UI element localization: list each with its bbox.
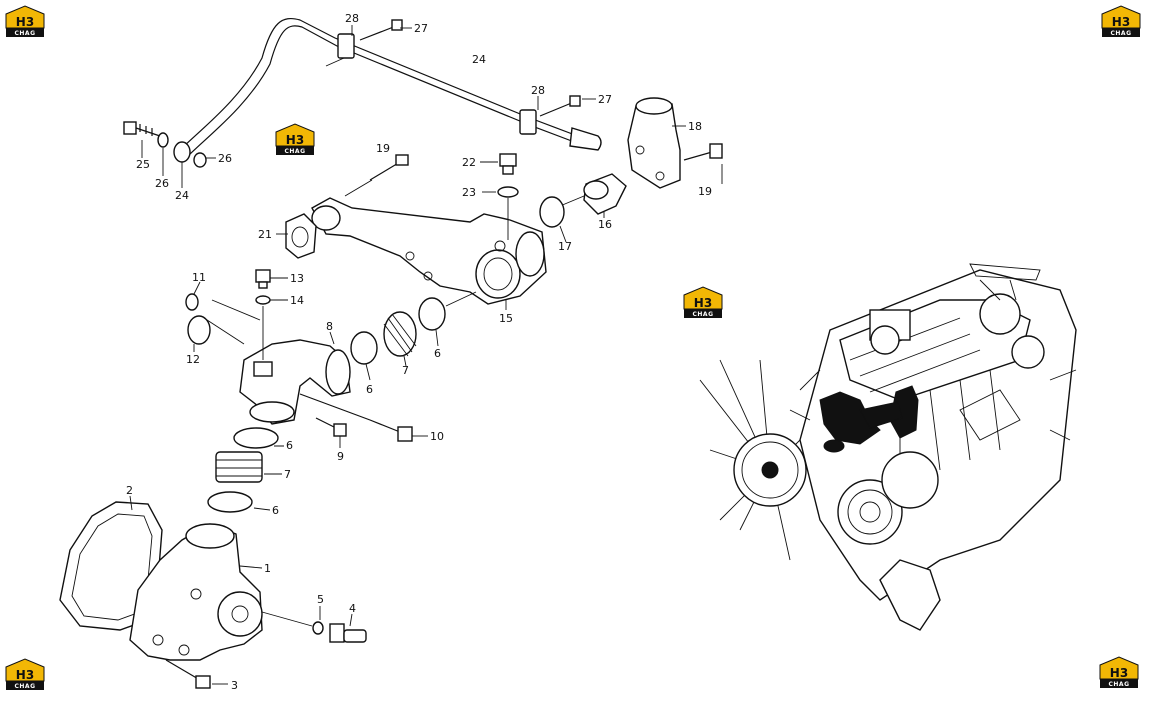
callout-1: 1: [264, 562, 271, 575]
pipe-clamp-lower: [519, 109, 537, 135]
connecting-sleeve-lower: [215, 451, 263, 483]
callout-2: 2: [126, 484, 133, 497]
svg-text:CHAG: CHAG: [1111, 30, 1132, 37]
callout-22: 22: [462, 156, 476, 169]
sealing-washer-right: [193, 152, 207, 168]
drain-plug-washer: [497, 186, 519, 198]
leader-lines: [129, 25, 723, 685]
sensor-guide-line: [261, 611, 313, 627]
callout-10: 10: [430, 430, 444, 443]
svg-text:H3: H3: [1110, 666, 1128, 680]
manifold-bolt: [344, 154, 409, 197]
svg-text:CHAG: CHAG: [693, 311, 714, 318]
callout-labels: 28 27 24 28 27 18 25 26 26 24 19 22 23 1…: [126, 12, 712, 692]
sensor-washer: [312, 621, 324, 635]
engine-reference-illustration: [699, 263, 1077, 631]
callout-17: 17: [558, 240, 572, 253]
watermark-logo-middle-right: H3 CHAG: [683, 286, 723, 319]
vent-plug-washer: [255, 295, 271, 305]
callout-23: 23: [462, 186, 476, 199]
sealing-washer-left: [157, 132, 169, 148]
clamp-bolt-upper: [359, 19, 403, 41]
callout-14: 14: [290, 294, 304, 307]
pump-bolt: [165, 659, 211, 689]
callout-28-upper: 28: [345, 12, 359, 25]
sleeve-seal-lower-bottom: [207, 491, 253, 513]
callout-8: 8: [326, 320, 333, 333]
callout-3: 3: [231, 679, 238, 692]
connecting-sleeve-upper: [383, 311, 417, 357]
callout-21: 21: [258, 228, 272, 241]
upper-sleeve-guide-line: [445, 291, 477, 307]
lower-stack-leader-lines: [253, 445, 284, 511]
svg-text:CHAG: CHAG: [285, 148, 306, 155]
coolant-pipe: [173, 18, 602, 163]
sleeve-seal-upper-left: [350, 331, 378, 365]
highlighted-coolant-parts: [819, 385, 919, 453]
clamp-bolt-lower: [539, 95, 581, 117]
outlet-elbow-bolt: [683, 143, 723, 161]
svg-text:H3: H3: [16, 668, 34, 682]
callout-24-pipe: 24: [472, 53, 486, 66]
svg-text:CHAG: CHAG: [15, 683, 36, 690]
callout-11: 11: [192, 271, 206, 284]
elbow-bolt-short: [315, 417, 347, 437]
callout-12: 12: [186, 353, 200, 366]
large-o-ring: [187, 315, 211, 345]
callout-9: 9: [337, 450, 344, 463]
callout-28-lower: 28: [531, 84, 545, 97]
svg-text:CHAG: CHAG: [1109, 681, 1130, 688]
svg-text:H3: H3: [694, 296, 712, 310]
watermark-logo-bottom-left: H3 CHAG: [5, 658, 45, 691]
callout-24-end: 24: [175, 189, 189, 202]
callout-27-upper: 27: [414, 22, 428, 35]
callout-6-lower-bottom: 6: [272, 504, 279, 517]
callout-6-lower-top: 6: [286, 439, 293, 452]
thermostat-housing-manifold: [311, 197, 547, 305]
svg-text:CHAG: CHAG: [15, 30, 36, 37]
svg-text:H3: H3: [1112, 15, 1130, 29]
callout-15: 15: [499, 312, 513, 325]
thermostat: [559, 173, 627, 215]
temperature-sensor: [329, 623, 367, 643]
sleeve-seal-lower-top: [233, 427, 279, 449]
watermark-logo-top-right: H3 CHAG: [1101, 5, 1141, 38]
callout-26-left: 26: [155, 177, 169, 190]
small-o-ring: [185, 293, 199, 311]
callout-6-upper-right: 6: [434, 347, 441, 360]
callout-25: 25: [136, 158, 150, 171]
svg-text:H3: H3: [286, 133, 304, 147]
sleeve-seal-upper-right: [418, 297, 446, 331]
callout-5: 5: [317, 593, 324, 606]
callout-6-upper-left: 6: [366, 383, 373, 396]
callout-19-right: 19: [698, 185, 712, 198]
coolant-outlet-elbow: [627, 97, 681, 189]
o-ring-guide-lines: [203, 299, 261, 345]
manifold-gasket: [285, 213, 317, 259]
watermark-logo-upper-center: H3 CHAG: [275, 123, 315, 156]
pipe-clamp-upper: [325, 33, 355, 67]
vent-plug: [255, 269, 271, 289]
engine-fan: [699, 359, 821, 561]
callout-13: 13: [290, 272, 304, 285]
callout-18: 18: [688, 120, 702, 133]
elbow-bolt-long: [299, 393, 413, 442]
callout-19-upper: 19: [376, 142, 390, 155]
callout-27-lower: 27: [598, 93, 612, 106]
callout-26-right: 26: [218, 152, 232, 165]
thermostat-seal-ring: [539, 196, 565, 228]
banjo-bolt: [123, 121, 161, 137]
callout-7-lower: 7: [284, 468, 291, 481]
drain-plug: [499, 153, 517, 175]
watermark-logo-top-left: H3 CHAG: [5, 5, 45, 38]
svg-text:H3: H3: [16, 15, 34, 29]
callout-16: 16: [598, 218, 612, 231]
watermark-logo-bottom-right: H3 CHAG: [1099, 656, 1139, 689]
callout-4: 4: [349, 602, 356, 615]
crankshaft-pulley: [837, 451, 939, 545]
water-pump: [129, 523, 263, 661]
callout-7-upper: 7: [402, 364, 409, 377]
water-pipe-elbow: [239, 339, 351, 425]
